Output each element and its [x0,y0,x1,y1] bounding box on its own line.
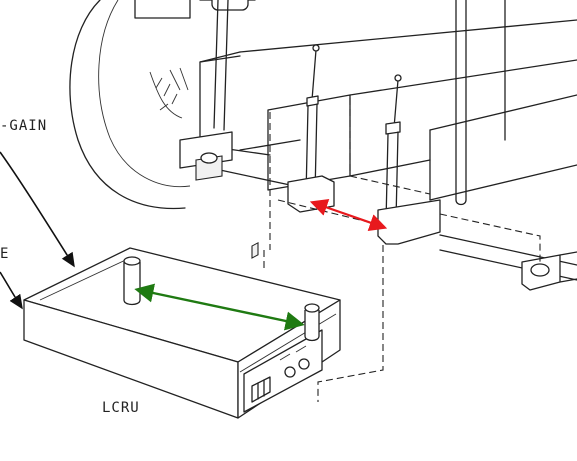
edge-label: E [0,246,10,262]
vehicle-structure [134,0,577,281]
antenna-hinge-top [211,0,249,11]
green-distance-arrow [134,283,305,331]
antenna-dish [69,0,191,210]
red-distance-arrow [309,199,388,231]
leader-arrows [0,151,75,310]
lcru-unit [23,241,341,419]
antenna-masts [213,0,467,223]
lcru-label: LCRU [102,400,140,416]
gain-label: -GAIN [0,118,48,134]
